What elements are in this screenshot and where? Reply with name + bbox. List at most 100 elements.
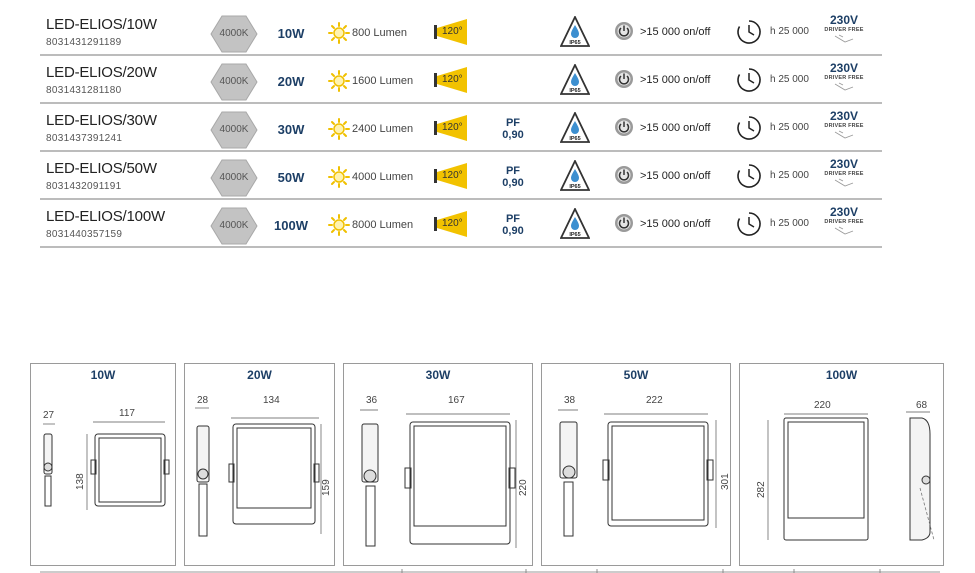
product-name: LED-ELIOS/50W [46, 160, 157, 177]
lifetime-hours: h 25 000 [770, 218, 809, 229]
width-dimension: 220 [814, 400, 831, 411]
width-dimension: 222 [646, 395, 663, 406]
product-row: LED-ELIOS/100W 8031440357159 4000K 100W … [40, 200, 882, 248]
beam-angle: 120° [442, 218, 463, 229]
power-cycle-icon [615, 166, 633, 184]
driver-label: DRIVER FREE [824, 75, 864, 81]
product-code: 8031432091191 [46, 181, 122, 192]
dimension-panel-50w: 50W 38 222 301 [541, 363, 731, 566]
voltage: 230V [829, 205, 859, 219]
power-factor [496, 21, 530, 33]
driver-free-icon: 230V DRIVER FREE [818, 110, 870, 150]
driver-label: DRIVER FREE [824, 219, 864, 225]
fixture-drawing-20w [195, 407, 322, 537]
beam-angle-icon: 120° [434, 115, 468, 141]
depth-dimension: 27 [43, 410, 55, 421]
pf-label: PF [505, 165, 521, 177]
beam-angle-icon: 120° [434, 211, 468, 237]
wattage: 50W [277, 170, 305, 185]
width-dimension: 134 [263, 395, 280, 406]
footer-ruler [40, 569, 940, 573]
wattage: 30W [277, 122, 305, 137]
product-name: LED-ELIOS/30W [46, 112, 157, 129]
lifetime-hours: h 25 000 [770, 26, 809, 37]
depth-dimension: 68 [916, 400, 928, 411]
pf-label: PF [505, 213, 521, 225]
ip65-drop-icon: IP65 [560, 64, 590, 95]
dimension-panel-20w: 20W 28 134 159 [184, 363, 335, 566]
hexagon-4000k-badge-icon: 4000K [210, 62, 258, 102]
lumen-output: 4000 Lumen [352, 171, 414, 183]
depth-dimension: 28 [197, 395, 209, 406]
product-row: LED-ELIOS/10W 8031431291189 4000K 10W 80… [40, 8, 882, 56]
sun-icon [328, 22, 350, 44]
power-cycle-icon [615, 70, 633, 88]
wattage: 20W [277, 74, 305, 89]
lifetime-hours: h 25 000 [770, 170, 809, 181]
panel-title: 30W [425, 368, 451, 382]
lumen-output: 800 Lumen [352, 27, 408, 39]
driver-free-icon: 230V DRIVER FREE [818, 158, 870, 198]
clock-icon [737, 212, 761, 236]
power-cycle-icon [615, 22, 633, 40]
product-code: 8031437391241 [46, 133, 123, 144]
width-dimension: 117 [119, 408, 135, 419]
sun-icon [328, 118, 350, 140]
voltage: 230V [829, 13, 859, 27]
switch-cycles: >15 000 on/off [640, 26, 711, 38]
driver-label: DRIVER FREE [824, 123, 864, 129]
height-dimension: 138 [75, 473, 86, 490]
driver-free-icon: 230V DRIVER FREE [818, 62, 870, 102]
color-temperature: 4000K [219, 28, 249, 39]
hexagon-4000k-badge-icon: 4000K [210, 14, 258, 54]
switch-cycles: >15 000 on/off [640, 122, 711, 134]
pf-value: 0,90 [502, 129, 524, 141]
clock-icon [737, 68, 761, 92]
driver-free-icon: 230V DRIVER FREE [818, 206, 870, 246]
switch-cycles: >15 000 on/off [640, 218, 711, 230]
product-row: LED-ELIOS/30W 8031437391241 4000K 30W 24… [40, 104, 882, 152]
sun-icon [328, 166, 350, 188]
pf-value: 0,90 [502, 225, 524, 237]
power-factor [496, 69, 530, 81]
beam-angle-icon: 120° [434, 67, 468, 93]
product-code: 8031431281180 [46, 85, 122, 96]
voltage: 230V [829, 109, 859, 123]
ip65-drop-icon: IP65 [560, 208, 590, 239]
fixture-drawing-30w [360, 409, 517, 548]
beam-angle: 120° [442, 74, 463, 85]
lumen-output: 2400 Lumen [352, 123, 414, 135]
lifetime-hours: h 25 000 [770, 122, 809, 133]
product-name: LED-ELIOS/20W [46, 64, 157, 81]
ip-rating: IP65 [569, 184, 580, 190]
fixture-drawing-50w [558, 409, 717, 537]
driver-label: DRIVER FREE [824, 171, 864, 177]
panel-title: 100W [825, 368, 858, 382]
color-temperature: 4000K [219, 124, 249, 135]
ip65-drop-icon: IP65 [560, 112, 590, 143]
beam-angle-icon: 120° [434, 19, 468, 45]
clock-icon [737, 164, 761, 188]
panel-title: 20W [247, 368, 272, 382]
switch-cycles: >15 000 on/off [640, 74, 711, 86]
product-row: LED-ELIOS/50W 8031432091191 4000K 50W 40… [40, 152, 882, 200]
ip-rating: IP65 [569, 136, 580, 142]
ip-rating: IP65 [569, 232, 580, 238]
panel-title: 50W [623, 368, 649, 382]
voltage: 230V [829, 61, 859, 75]
depth-dimension: 38 [564, 395, 576, 406]
voltage: 230V [829, 157, 859, 171]
product-table: LED-ELIOS/10W 8031431291189 4000K 10W 80… [40, 8, 882, 248]
wattage: 10W [277, 26, 305, 41]
height-dimension: 301 [720, 473, 731, 490]
lumen-output: 8000 Lumen [352, 219, 414, 231]
lifetime-hours: h 25 000 [770, 74, 809, 85]
beam-angle: 120° [442, 26, 463, 37]
clock-icon [737, 116, 761, 140]
beam-angle-icon: 120° [434, 163, 468, 189]
pf-value: 0,90 [502, 177, 524, 189]
product-name: LED-ELIOS/100W [46, 208, 165, 225]
power-cycle-icon [615, 214, 633, 232]
